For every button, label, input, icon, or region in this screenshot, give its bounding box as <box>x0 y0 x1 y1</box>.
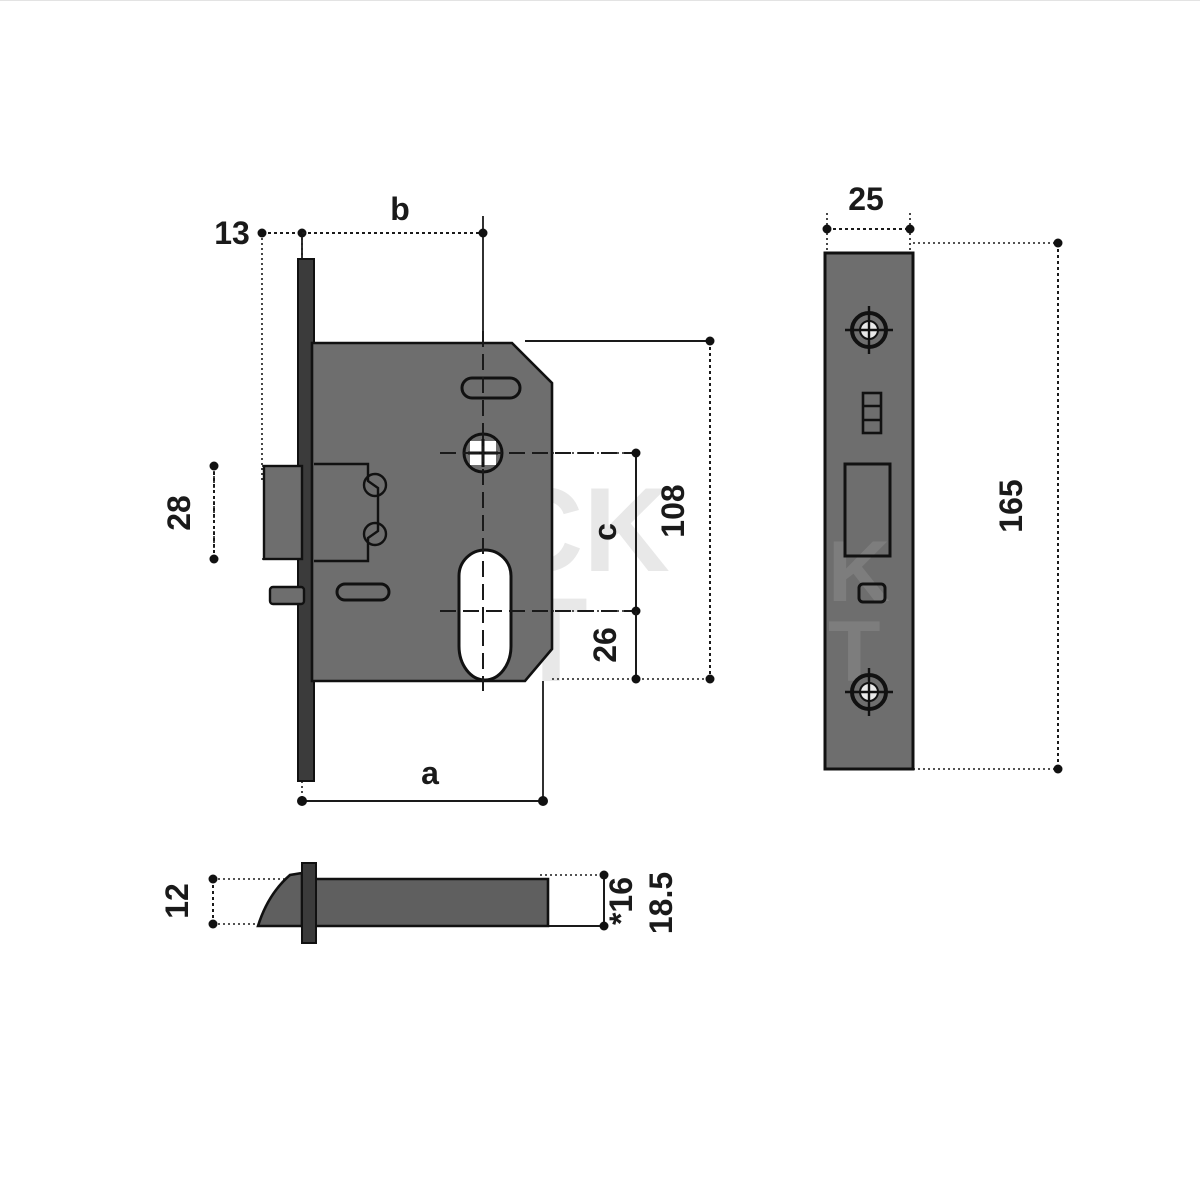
dim-25-dot-left <box>822 224 832 234</box>
dim-25: 25 <box>822 181 915 234</box>
dim-12-label: 12 <box>159 883 195 919</box>
dim-26-label: 26 <box>587 627 623 663</box>
dim-12: 12 <box>159 874 218 929</box>
dim-b-dot-right <box>478 228 488 238</box>
screw-hole-bottom <box>845 668 893 716</box>
dim-13: 13 <box>214 215 307 251</box>
dim-18-5-label: 18.5 <box>643 872 679 934</box>
dim-26: 26 <box>587 611 641 684</box>
dim-a: a <box>297 755 548 806</box>
deadbolt-throw <box>262 464 304 561</box>
dim-a-label: a <box>421 755 439 791</box>
dim-16-label: *16 <box>603 877 639 925</box>
dim-b-label: b <box>390 191 410 227</box>
latch-bevel-head <box>256 871 304 928</box>
dim-16-dot-top <box>599 870 609 880</box>
lock-case-body <box>310 341 554 683</box>
dim-25-label: 25 <box>848 181 884 217</box>
dim-18-5: 18.5 <box>643 872 679 934</box>
dim-16-dot-bottom <box>599 921 609 931</box>
bolt-shank <box>300 877 550 928</box>
dim-c-label: c <box>587 523 623 541</box>
fixing-slot-lower <box>335 582 391 602</box>
dim-13-label: 13 <box>214 215 250 251</box>
dim-165: 165 <box>993 238 1063 774</box>
dim-c-dot-top <box>631 448 641 458</box>
latch-bolt <box>268 585 306 606</box>
dim-28-label: 28 <box>161 495 197 531</box>
dim-b: b <box>302 191 488 238</box>
bottom-extension-lines <box>213 874 604 925</box>
latch-indicator-outline <box>861 391 883 435</box>
dim-165-label: 165 <box>993 479 1029 532</box>
mechanism-pivot-upper <box>362 472 388 498</box>
dim-108-dot-top <box>705 336 715 346</box>
dim-26-dot-bottom <box>631 674 641 684</box>
dim-108-dot-bottom <box>705 674 715 684</box>
mechanism-path <box>314 462 380 563</box>
front-section-view: 13 b 28 <box>161 191 715 806</box>
dim-12-dot-top <box>208 874 218 884</box>
screw-hole-top <box>845 306 893 354</box>
dim-165-dot-bottom <box>1053 764 1063 774</box>
dim-a-dot-left <box>297 796 307 806</box>
faceplate-view: 25 K T <box>822 181 1063 774</box>
dim-28-dot-top <box>209 461 219 471</box>
dim-28: 28 <box>161 461 219 564</box>
dim-108: 108 <box>655 336 715 684</box>
fixing-slot-top <box>460 376 522 400</box>
dim-12-dot-bottom <box>208 919 218 929</box>
mechanism-pivot-lower <box>362 521 388 547</box>
dim-165-dot-top <box>1053 238 1063 248</box>
dim-25-dot-right <box>905 224 915 234</box>
dim-28-dot-bottom <box>209 554 219 564</box>
dim-a-dot-right <box>538 796 548 806</box>
front-centre-lines <box>440 331 640 691</box>
cylinder-keyhole <box>457 548 513 682</box>
internal-mechanism-outline <box>314 462 388 563</box>
dim-c: c <box>587 448 641 616</box>
deadbolt-opening <box>843 462 892 558</box>
dim-16: *16 <box>599 870 639 931</box>
dim-13-dot-left <box>257 228 267 238</box>
bolt-profile-view: 12 *16 18.5 <box>159 862 679 944</box>
latch-opening <box>857 582 887 604</box>
faceplate-extension-lines <box>826 213 1058 770</box>
dim-108-label: 108 <box>655 484 691 537</box>
faceplate-watermark-text: K <box>828 524 890 620</box>
latch-indicator-strip <box>861 391 883 435</box>
forend-rib <box>301 862 317 944</box>
